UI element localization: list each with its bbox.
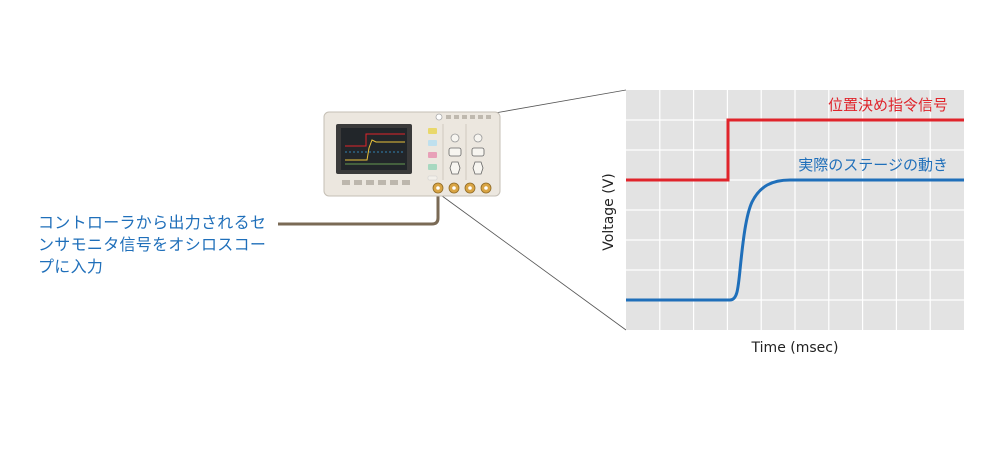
series-label-response: 実際のステージの動き <box>798 156 948 174</box>
y-axis-label: Voltage (V) <box>601 173 617 250</box>
zoom-line-bottom <box>437 192 627 331</box>
x-axis-label: Time (msec) <box>751 340 839 356</box>
oscilloscope-screen <box>341 128 407 170</box>
command-signal-line <box>626 118 964 182</box>
stage-response-line <box>626 178 964 302</box>
waveform-panel <box>626 90 964 330</box>
input-caption: コントローラから出力されるセンサモニタ信号をオシロスコープに入力 <box>38 213 267 276</box>
series-label-command: 位置決め指令信号 <box>828 96 948 114</box>
waveform-grid <box>626 90 964 330</box>
zoom-line-top <box>494 89 627 114</box>
oscilloscope-icon <box>323 111 501 197</box>
probe-cable <box>278 188 440 226</box>
